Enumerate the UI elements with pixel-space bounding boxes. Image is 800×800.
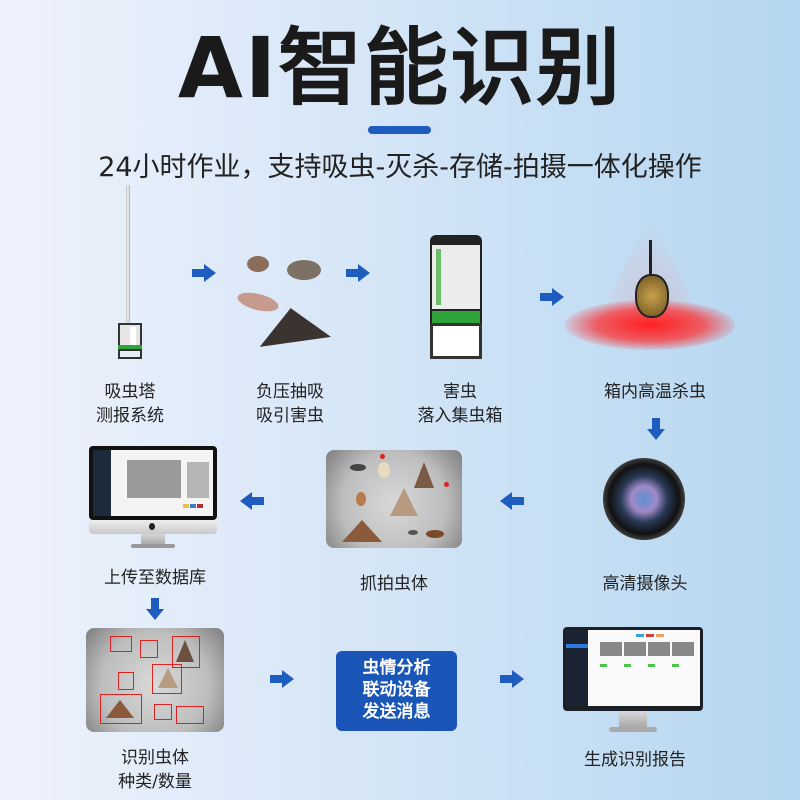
step-label-capture: 抓拍虫体 — [334, 572, 454, 596]
arrow-right-icon — [500, 670, 524, 688]
suction-tower-icon — [100, 185, 160, 365]
label-line: 生成识别报告 — [584, 750, 686, 770]
step-label-identify: 识别虫体 种类/数量 — [95, 746, 215, 794]
label-line: 测报系统 — [96, 406, 164, 426]
page-subtitle: 24小时作业，支持吸虫-灭杀-存储-拍摄一体化操作 — [98, 152, 702, 183]
arrow-down-icon — [146, 598, 164, 620]
analysis-line: 联动设备 — [362, 680, 431, 700]
label-line: 吸虫塔 — [104, 382, 156, 402]
collection-box-icon — [430, 235, 482, 367]
analysis-box: 虫情分析 联动设备 发送消息 — [336, 651, 457, 731]
analysis-line: 发送消息 — [362, 702, 431, 722]
label-line: 落入集虫箱 — [417, 406, 503, 426]
label-line: 害虫 — [443, 382, 477, 402]
insects-icon — [235, 250, 335, 350]
arrow-down-icon — [647, 418, 665, 440]
arrow-left-icon — [500, 492, 524, 510]
step-label-kill: 箱内高温杀虫 — [590, 380, 720, 404]
label-line: 吸引害虫 — [256, 406, 324, 426]
arrow-right-icon — [540, 288, 564, 306]
step-label-tower: 吸虫塔 测报系统 — [70, 380, 190, 428]
step-label-report: 生成识别报告 — [565, 748, 705, 772]
label-line: 负压抽吸 — [256, 382, 324, 402]
page-title: AI智能识别 — [177, 19, 623, 117]
step-label-suction: 负压抽吸 吸引害虫 — [230, 380, 350, 428]
beetle-heat-icon — [565, 210, 735, 360]
captured-insects-photo — [326, 450, 462, 548]
step-label-camera: 高清摄像头 — [580, 572, 710, 596]
identified-insects-photo — [86, 628, 224, 732]
arrow-right-icon — [192, 264, 216, 282]
title-underline — [368, 126, 431, 134]
label-line: 上传至数据库 — [104, 568, 206, 588]
label-line: 识别虫体 — [121, 748, 189, 768]
camera-lens-icon — [603, 458, 685, 540]
report-monitor-icon — [563, 627, 703, 735]
label-line: 种类/数量 — [118, 772, 192, 792]
arrow-right-icon — [270, 670, 294, 688]
desktop-monitor-icon — [89, 446, 217, 550]
analysis-line: 虫情分析 — [362, 658, 431, 678]
label-line: 箱内高温杀虫 — [604, 382, 706, 402]
label-line: 抓拍虫体 — [360, 574, 428, 594]
label-line: 高清摄像头 — [602, 574, 688, 594]
arrow-left-icon — [240, 492, 264, 510]
step-label-collect: 害虫 落入集虫箱 — [400, 380, 520, 428]
step-label-upload: 上传至数据库 — [80, 566, 230, 590]
arrow-right-icon — [346, 264, 370, 282]
